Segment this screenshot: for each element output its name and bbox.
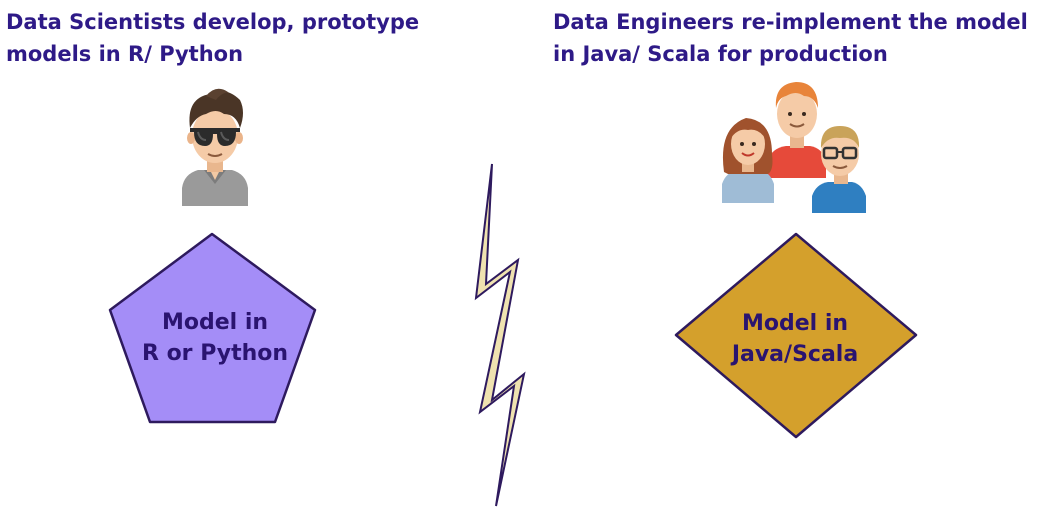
data-engineers-avatar-svg xyxy=(722,82,866,213)
lightning-bolt-icon xyxy=(474,163,526,507)
data-scientist-avatar-svg xyxy=(182,88,248,206)
model-r-python-pentagon xyxy=(108,232,317,424)
data-scientist-icon xyxy=(176,84,254,206)
diamond-shape xyxy=(674,232,918,439)
diamond-label-line-1: Model in xyxy=(741,311,849,336)
pentagon-shape xyxy=(108,232,317,424)
right-heading-line-2: in Java/ Scala for production xyxy=(553,42,888,66)
right-heading: Data Engineers re-implement the model in… xyxy=(553,6,1043,70)
lightning-bolt-shape xyxy=(474,163,526,507)
left-heading-line-2: models in R/ Python xyxy=(6,42,244,66)
left-heading-line-1: Data Scientists develop, prototype xyxy=(6,10,420,34)
left-heading: Data Scientists develop, prototype model… xyxy=(6,6,476,70)
right-heading-line-1: Data Engineers re-implement the model xyxy=(553,10,1028,34)
diamond-label: Model in Java/Scala xyxy=(690,308,900,370)
data-engineers-icon xyxy=(718,78,868,213)
pentagon-label: Model in R or Python xyxy=(120,307,310,369)
pentagon-label-line-1: Model in xyxy=(161,310,269,335)
pentagon-label-line-2: R or Python xyxy=(141,341,289,366)
model-java-scala-diamond xyxy=(674,232,918,439)
diamond-label-line-2: Java/Scala xyxy=(731,342,859,367)
